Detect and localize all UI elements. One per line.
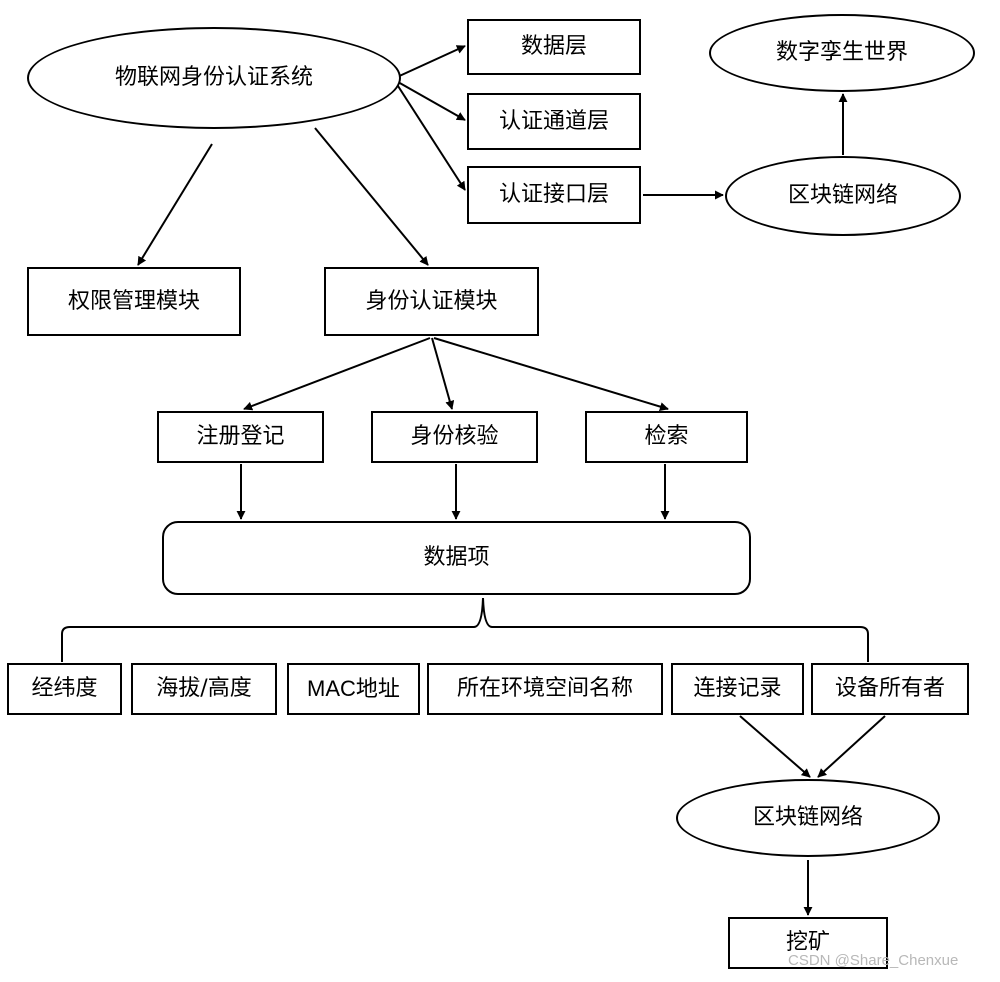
arrow-module-to-verification (431, 337, 455, 410)
arrow-connection-record-to-blockchain (739, 715, 811, 778)
device-owner-node: 设备所有者 (811, 663, 969, 715)
registration-node: 注册登记 (157, 411, 324, 463)
csdn-watermark: CSDN @Share_Chenxue (788, 952, 959, 969)
altitude-height-node: 海拔/高度 (131, 663, 277, 715)
digital-twin-world-node: 数字孪生世界 (709, 14, 975, 92)
blockchain-network-node: 区块链网络 (725, 156, 961, 236)
arrow-module-to-registration (243, 337, 431, 411)
arrow-system-to-channel-layer (397, 81, 466, 121)
mac-address-node: MAC地址 (287, 663, 420, 715)
arrow-module-to-retrieval (433, 337, 669, 411)
auth-channel-layer-node: 认证通道层 (467, 93, 641, 150)
longitude-latitude-node: 经纬度 (7, 663, 122, 715)
arrow-system-to-identity-module (314, 127, 429, 266)
data-items-node: 数据项 (162, 521, 751, 595)
mining-node: 挖矿 (728, 917, 888, 969)
arrow-device-owner-to-blockchain (817, 715, 886, 778)
identity-auth-module-node: 身份认证模块 (324, 267, 539, 336)
blockchain-network-bottom-node: 区块链网络 (676, 779, 940, 857)
data-layer-node: 数据层 (467, 19, 641, 75)
iot-auth-system-node: 物联网身份认证系统 (27, 27, 401, 129)
retrieval-node: 检索 (585, 411, 748, 463)
permission-module-node: 权限管理模块 (27, 267, 241, 336)
auth-interface-layer-node: 认证接口层 (467, 166, 641, 224)
identity-verification-node: 身份核验 (371, 411, 538, 463)
brace-data-items (61, 597, 869, 662)
arrow-system-to-permission (137, 143, 213, 266)
connection-record-node: 连接记录 (671, 663, 804, 715)
arrow-system-to-data-layer (394, 45, 466, 79)
arrow-system-to-interface-layer (397, 85, 466, 191)
environment-space-name-node: 所在环境空间名称 (427, 663, 663, 715)
